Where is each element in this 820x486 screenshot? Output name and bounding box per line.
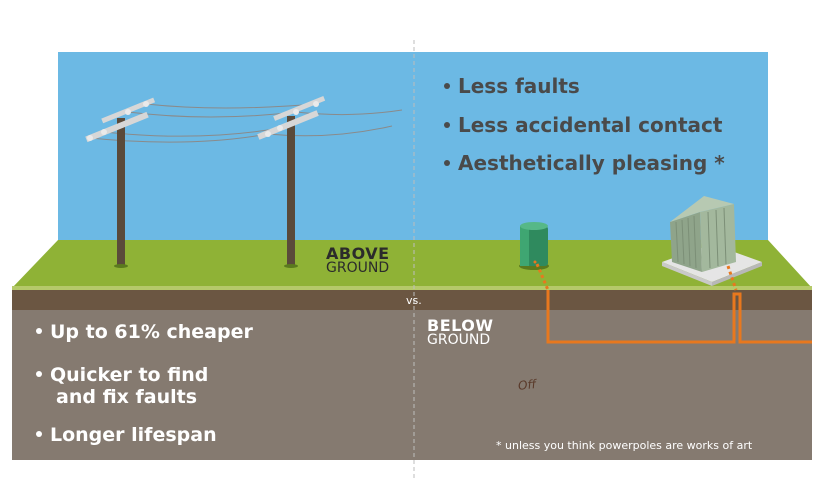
ground-body (12, 310, 812, 460)
above-benefit-3: Aesthetically pleasing * (444, 151, 725, 175)
above-ground-label: ABOVE GROUND (326, 244, 390, 276)
bullet-icon (36, 370, 42, 377)
vs-label: vs. (406, 294, 422, 307)
padmount-transformer (662, 196, 762, 286)
bullet-icon (36, 327, 42, 334)
footnote: * unless you think powerpoles are works … (496, 439, 753, 452)
topsoil-band (12, 290, 812, 310)
bullet-icon (444, 121, 450, 128)
power-lines (89, 103, 403, 143)
bullet-icon (444, 82, 450, 89)
bullet-icon (36, 430, 42, 437)
below-benefit-3: Longer lifespan (36, 424, 217, 446)
sky-panel (58, 52, 768, 242)
below-benefit-1: Up to 61% cheaper (36, 321, 253, 343)
green-pillar-box (519, 222, 549, 270)
bullet-icon (444, 159, 450, 166)
buried-scribble: Off (517, 377, 537, 393)
below-benefit-2: Quicker to find (36, 364, 208, 386)
grass-edge (12, 286, 812, 290)
above-benefit-2: Less accidental contact (444, 113, 722, 137)
below-ground-label: BELOW GROUND (427, 316, 494, 348)
underground-cable (535, 263, 812, 344)
below-benefit-2-cont: and fix faults (56, 386, 198, 408)
power-pole-right (257, 96, 326, 268)
above-benefit-1: Less faults (444, 74, 580, 98)
grass-surface (12, 240, 812, 288)
power-pole-left (85, 97, 156, 268)
